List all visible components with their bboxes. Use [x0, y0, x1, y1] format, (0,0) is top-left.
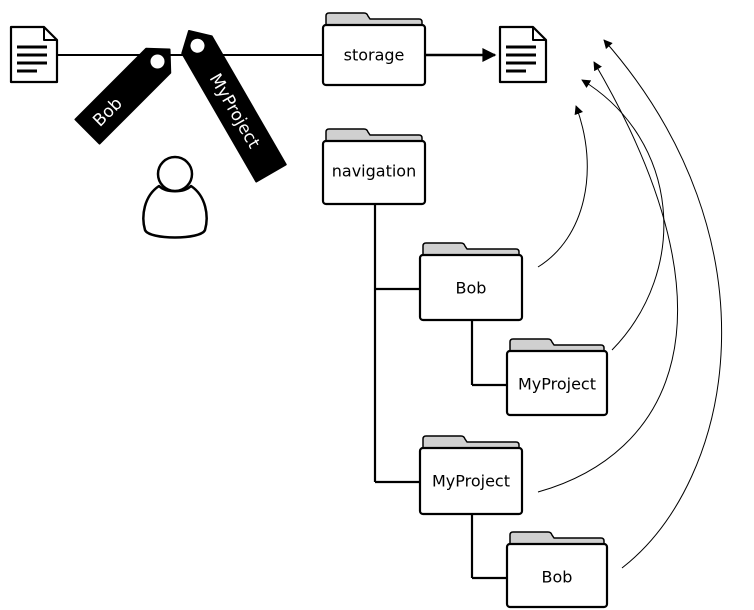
folder-nav-myproject-label: MyProject [432, 472, 510, 491]
folder-nav-bob: Bob [418, 242, 524, 322]
folder-navigation: navigation [321, 128, 427, 206]
folder-nav-bob-label: Bob [456, 279, 487, 298]
reference-arrow-myproject-bob [603, 39, 723, 569]
folder-navigation-label: navigation [332, 162, 416, 181]
folder-nav-myproject-bob-label: Bob [542, 568, 573, 587]
folder-storage: storage [321, 12, 427, 87]
folder-nav-bob-myproject: MyProject [505, 338, 609, 417]
reference-arrows [537, 39, 723, 569]
document-icon [498, 25, 548, 84]
tree-connectors [373, 204, 507, 580]
folder-nav-myproject-bob: Bob [505, 531, 609, 609]
reference-arrow-bob-myproject [581, 79, 665, 351]
reference-arrow-myproject [537, 61, 679, 493]
folder-nav-myproject: MyProject [418, 435, 524, 516]
folder-storage-label: storage [344, 46, 405, 65]
tag-bob: Bob [74, 47, 172, 145]
reference-arrow-bob [537, 105, 588, 268]
tag-myproject: MyProject [181, 29, 287, 183]
document-icon [9, 25, 59, 84]
folder-nav-bob-myproject-label: MyProject [518, 375, 596, 394]
user-icon [142, 155, 208, 239]
